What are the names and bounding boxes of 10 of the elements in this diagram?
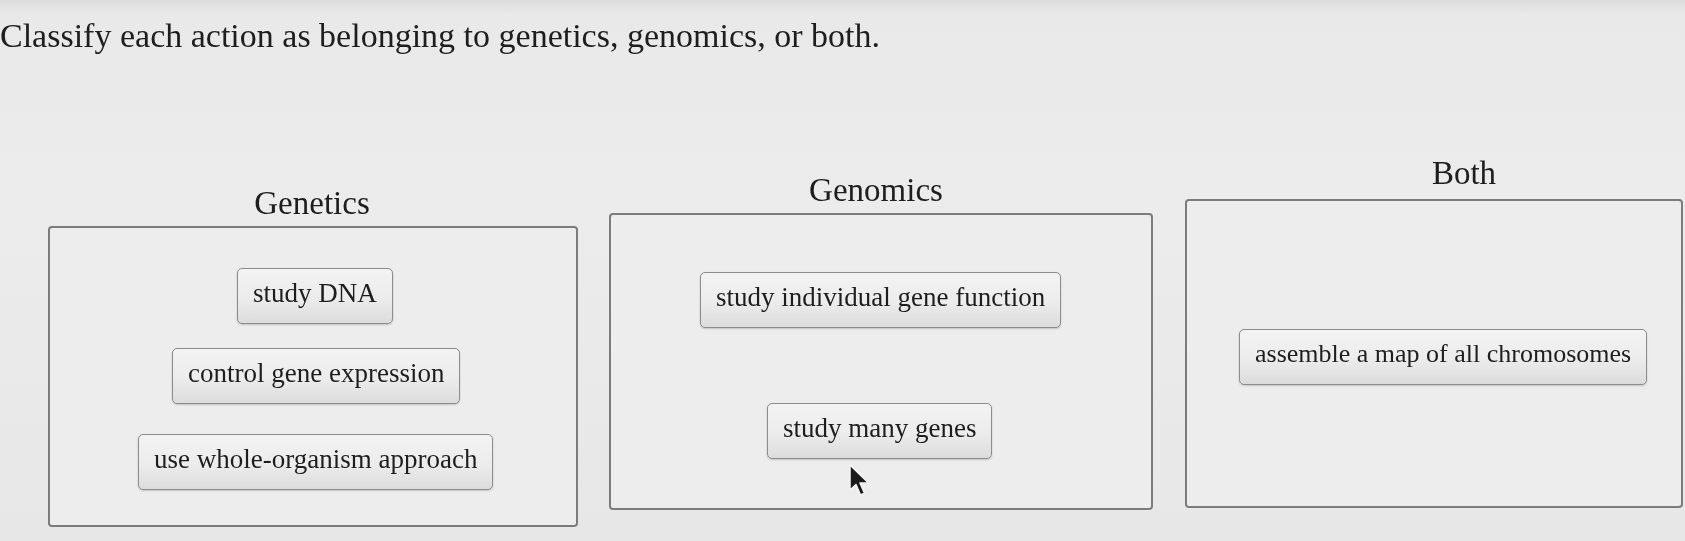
column-heading: Genomics <box>809 171 943 209</box>
answer-tile: study individual gene function <box>700 272 1062 328</box>
answer-tile: study many genes <box>767 403 993 459</box>
answer-tile: study DNA <box>237 268 393 324</box>
answer-tile: control gene expression <box>172 348 461 404</box>
column-heading: Both <box>1431 154 1497 192</box>
instruction-text: Classify each action as belonging to genetics, genomics, or both. <box>0 16 880 56</box>
answer-tile: use whole-organism approach <box>138 434 494 490</box>
answer-tile: assemble a map of all chromosomes <box>1239 329 1648 385</box>
column-heading: Genetics <box>254 184 370 222</box>
